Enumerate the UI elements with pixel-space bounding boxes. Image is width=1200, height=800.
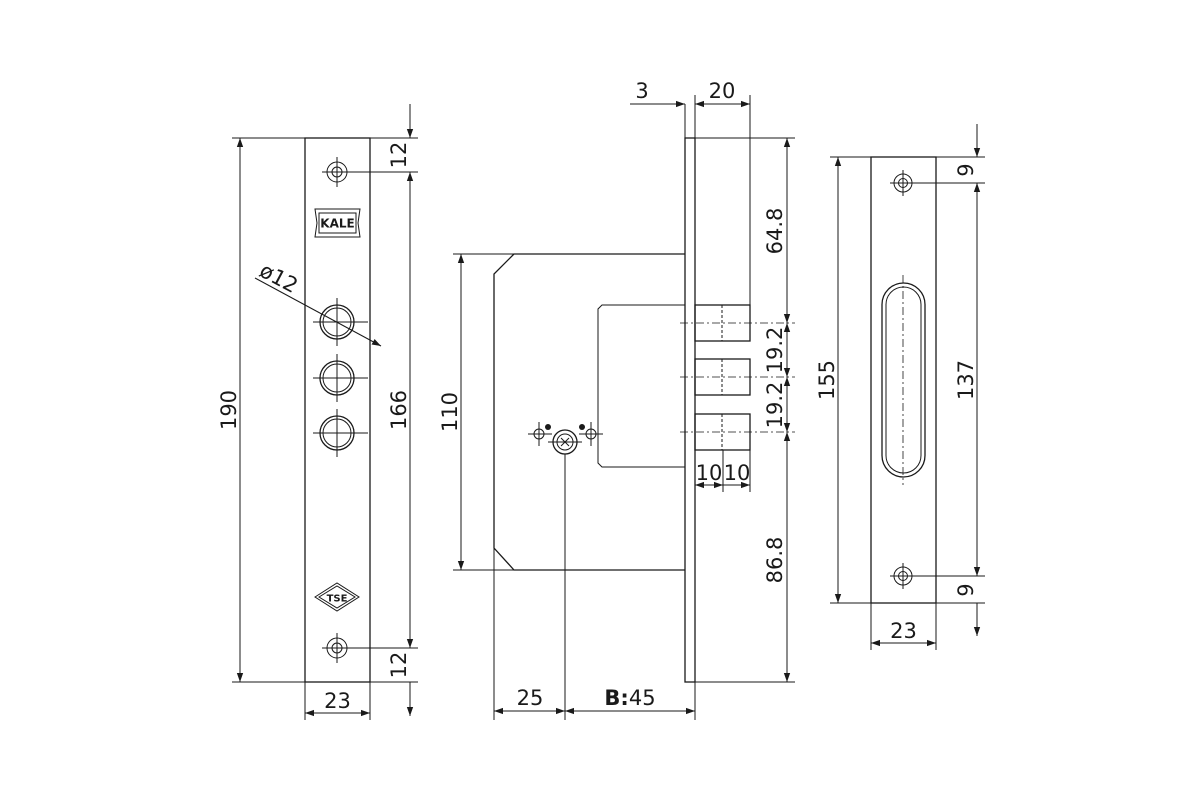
strike-top-offset-label: 9 (954, 163, 978, 176)
top-to-bolt-label: 64.8 (763, 208, 787, 255)
strike-bottom-offset-label: 9 (954, 583, 978, 596)
case-offset-label: 25 (517, 686, 544, 710)
case-height-label: 110 (438, 392, 462, 432)
bolt-hole-3 (313, 409, 368, 457)
bolt-to-bottom-label: 86.8 (763, 537, 787, 584)
faceplate-outline (304, 137, 371, 683)
bolt-throw-label: 20 (709, 79, 736, 103)
front-view: KALE ø12 TSE (217, 104, 418, 720)
strike-slot (881, 282, 926, 478)
overall-height-label: 190 (217, 390, 241, 430)
side-view: 3 20 64.8 19.2 19.2 86.8 110 10 10 25 B:… (438, 79, 795, 720)
diameter-leader (254, 277, 382, 347)
tse-logo: TSE (314, 582, 360, 612)
kale-logo-text: KALE (320, 217, 354, 231)
backset-prefix: B: (604, 686, 628, 710)
strike-plate-outline (870, 156, 937, 604)
hole-spacing-label: 166 (387, 390, 411, 430)
strike-bottom-screw-hole (890, 563, 916, 589)
bolt-width-1-label: 10 (696, 461, 723, 485)
strike-width-label: 23 (890, 619, 917, 643)
svg-text:B:45: B:45 (604, 686, 655, 710)
front-width-label: 23 (324, 689, 351, 713)
bottom-screw-hole (322, 633, 352, 663)
bolt-hole-1 (313, 298, 368, 346)
bolt-hole-2 (313, 354, 368, 402)
bolt-diameter-label: ø12 (256, 258, 302, 298)
inner-cavity (597, 304, 685, 468)
strike-hole-spacing-label: 137 (954, 360, 978, 400)
strike-plate: 155 137 9 9 23 (815, 124, 985, 650)
cylinder-hole (548, 429, 582, 455)
faceplate-thickness-label: 3 (635, 79, 648, 103)
bolt-pitch-1-label: 19.2 (763, 327, 787, 374)
lock-case (493, 253, 685, 571)
bolt-width-2-label: 10 (724, 461, 751, 485)
bottom-offset-label: 12 (387, 652, 411, 679)
strike-top-screw-hole (890, 170, 916, 196)
top-offset-label: 12 (387, 142, 411, 169)
bolt-pitch-2-label: 19.2 (763, 382, 787, 429)
top-screw-hole (322, 157, 352, 187)
side-faceplate (684, 137, 696, 683)
strike-height-label: 155 (815, 360, 839, 400)
screw-point-left (528, 422, 552, 446)
kale-logo: KALE (314, 208, 361, 238)
screw-point-right (579, 422, 603, 446)
tse-logo-text: TSE (327, 594, 348, 605)
backset-value: 45 (629, 686, 656, 710)
